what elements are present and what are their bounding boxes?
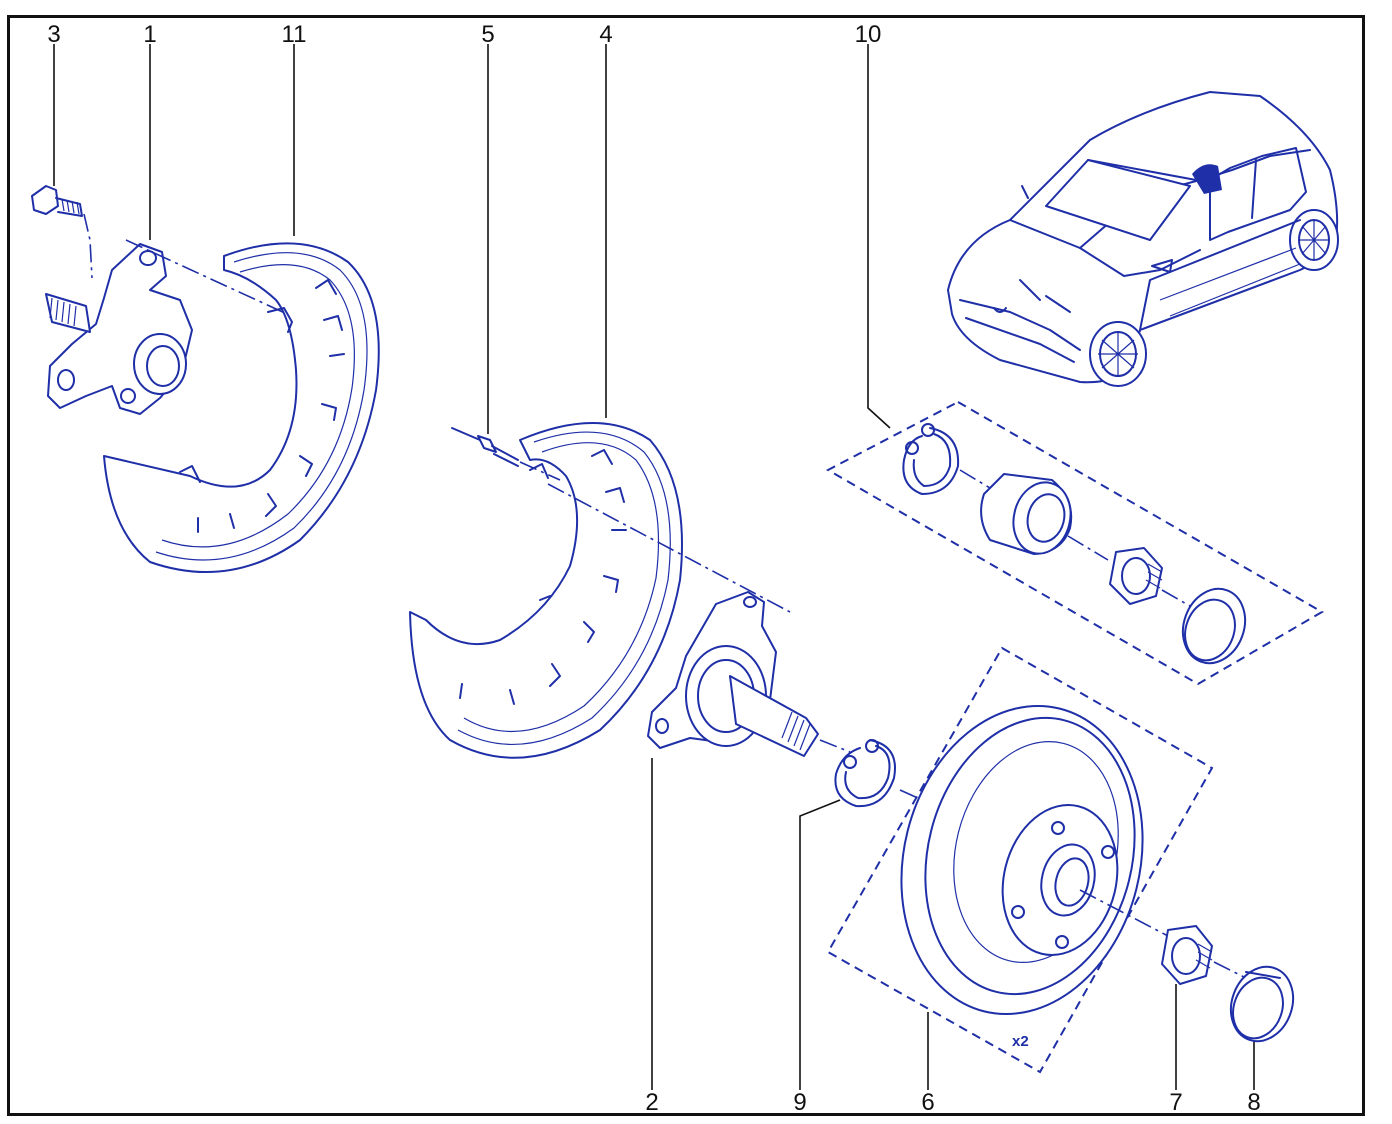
callout-2: 2 — [645, 1089, 658, 1116]
callout-7: 7 — [1169, 1089, 1182, 1116]
part-6-brake-disc: x2 — [900, 704, 1169, 1050]
callout-4: 4 — [599, 21, 612, 48]
callout-9: 9 — [793, 1089, 806, 1116]
part-1-stub-axle-carrier — [45, 239, 301, 415]
callout-3: 3 — [47, 21, 60, 48]
car-illustration — [947, 91, 1339, 387]
part-10-bearing-kit — [902, 423, 1247, 665]
callout-leaders — [53, 44, 1255, 1090]
part-9-circlip — [834, 739, 941, 809]
part-8-hub-cap — [1229, 965, 1295, 1043]
callout-8: 8 — [1247, 1089, 1260, 1116]
part-6-kit-box — [826, 646, 1214, 1074]
part-3-bolt — [31, 185, 93, 279]
part-4-backing-plate — [409, 422, 791, 759]
part-11-backing-plate — [103, 242, 380, 573]
callout-11: 11 — [282, 21, 307, 48]
part-5-pin — [451, 427, 561, 481]
callout-10: 10 — [855, 21, 882, 48]
callout-6: 6 — [921, 1089, 934, 1116]
callout-numbers: 3 1 11 5 4 10 2 9 6 7 8 — [47, 21, 1260, 1116]
callout-5: 5 — [481, 21, 494, 48]
part-10-kit-box — [825, 400, 1324, 686]
callout-1: 1 — [143, 21, 156, 48]
part-2-stub-axle — [647, 591, 851, 757]
part-7-hub-nut — [1161, 925, 1251, 985]
kit-quantity-marker: x2 — [1012, 1033, 1029, 1050]
